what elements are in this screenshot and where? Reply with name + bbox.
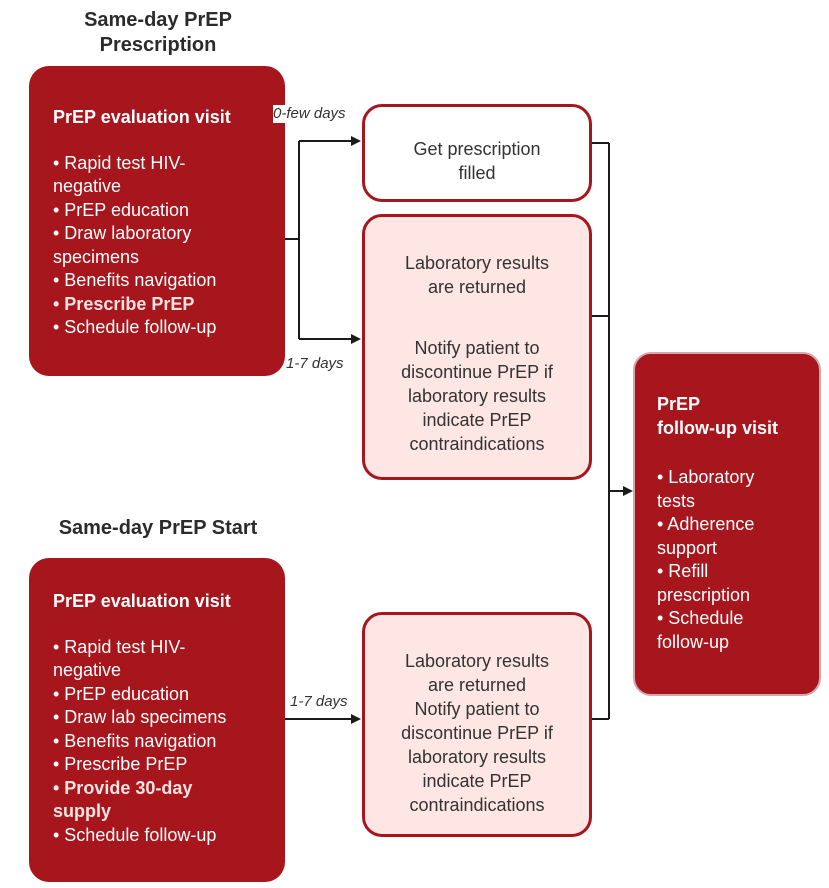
bottom-lab-box: Laboratory results are returned Notify p…: [362, 612, 592, 837]
followup-bullet: • Schedule: [657, 608, 744, 628]
bottom-evaluation-box: PrEP evaluation visit • Rapid test HIV- …: [29, 558, 285, 882]
bottom-eval-bullet: • Benefits navigation: [53, 730, 217, 751]
label-1-7-days-bottom: 1-7 days: [290, 693, 348, 711]
bottom-lab-line: Laboratory results: [404, 651, 550, 671]
bottom-lab-line: laboratory results: [407, 747, 547, 767]
followup-title-line-1: PrEP: [657, 394, 701, 414]
followup-bullet: follow-up: [657, 631, 730, 652]
top-eval-bullet-highlight: • Prescribe PrEP: [53, 293, 195, 314]
top-lab-box: Laboratory results are returned Notify p…: [362, 214, 592, 480]
bottom-lab-line: are returned: [427, 675, 527, 695]
top-eval-bullet: • Draw laboratory: [53, 223, 192, 243]
bottom-eval-bullet: • Schedule follow-up: [53, 824, 217, 845]
followup-title: PrEP follow-up visit: [657, 392, 819, 440]
top-eval-bullet: • Rapid test HIV-: [53, 152, 186, 173]
bottom-eval-bullet: • Rapid test HIV-: [53, 636, 186, 657]
top-lab-line: contraindications: [409, 434, 545, 454]
followup-bullet: • Adherence: [657, 514, 755, 534]
bottom-lab-line: discontinue PrEP if: [401, 723, 553, 743]
bottom-lab-line: contraindications: [409, 795, 545, 815]
bottom-eval-bullet-highlight: • Provide 30-day: [53, 777, 193, 798]
top-eval-bullet: negative: [53, 176, 122, 196]
bottom-lab-line: Notify patient to: [414, 699, 540, 719]
heading-line-1: Same-day PrEP: [84, 9, 232, 31]
followup-bullet: support: [657, 537, 718, 558]
followup-bullet: • Refill: [657, 561, 709, 581]
followup-bullet: prescription: [657, 584, 751, 605]
prescription-line-1: Get prescription: [413, 139, 541, 159]
bottom-eval-bullet: • PrEP education: [53, 683, 190, 704]
followup-bullet: • Laboratory: [657, 467, 755, 487]
bottom-evaluation-title: PrEP evaluation visit: [53, 591, 231, 611]
bottom-lab-line: indicate PrEP: [422, 771, 532, 791]
top-evaluation-title: PrEP evaluation visit: [53, 107, 231, 127]
top-lab-line: are returned: [427, 277, 527, 297]
bottom-eval-bullet: negative: [53, 660, 122, 680]
heading-line-2: Prescription: [99, 34, 217, 56]
followup-title-line-2: follow-up visit: [657, 418, 778, 438]
followup-bullet: tests: [657, 490, 696, 511]
top-lab-line: laboratory results: [407, 386, 547, 406]
top-lab-line: Laboratory results: [404, 253, 550, 273]
heading-same-day-prescription: Same-day PrEP Prescription: [30, 8, 286, 58]
heading-same-day-start: Same-day PrEP Start: [58, 517, 258, 539]
top-lab-line: Notify patient to: [414, 338, 540, 358]
top-eval-bullet: • Benefits navigation: [53, 270, 217, 290]
prescription-box: Get prescription filled: [362, 104, 592, 202]
top-eval-bullet: specimens: [53, 246, 140, 267]
bottom-eval-bullet: • Draw lab specimens: [53, 707, 227, 727]
bottom-eval-bullet-highlight: supply: [53, 801, 112, 821]
top-evaluation-box: PrEP evaluation visit • Rapid test HIV- …: [29, 66, 285, 376]
bottom-eval-bullet: • Prescribe PrEP: [53, 754, 188, 774]
top-eval-bullet: • PrEP education: [53, 199, 190, 220]
top-lab-spacer: [365, 299, 589, 336]
top-lab-line: discontinue PrEP if: [401, 362, 553, 382]
top-lab-line: indicate PrEP: [422, 410, 532, 430]
top-eval-bullet: • Schedule follow-up: [53, 317, 217, 337]
prescription-line-2: filled: [458, 163, 496, 183]
followup-box: PrEP follow-up visit • Laboratory tests …: [633, 352, 821, 696]
label-1-7-days-top: 1-7 days: [286, 355, 344, 373]
label-0-few-days: 0-few days: [273, 105, 346, 123]
